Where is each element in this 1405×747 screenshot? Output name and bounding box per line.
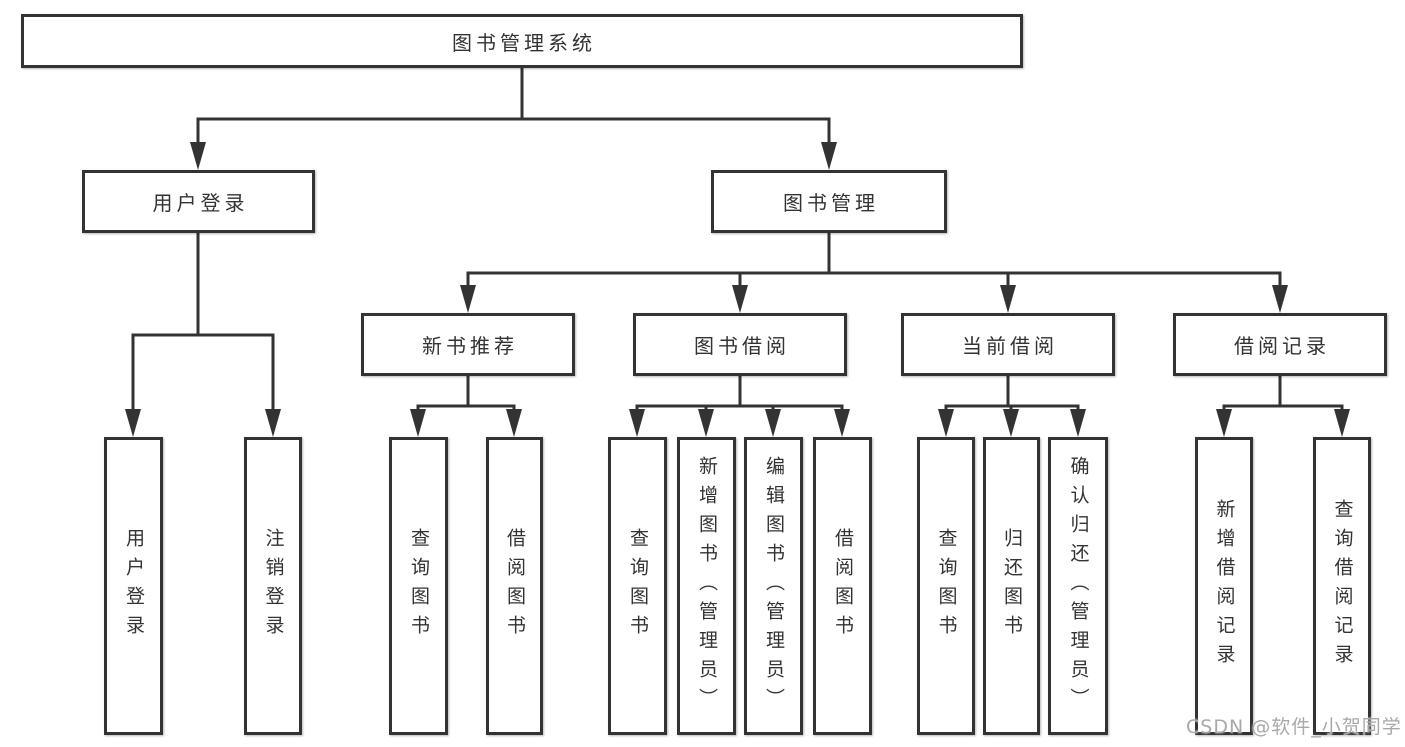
leaf-query-books-recommend: 查询图书 [389,437,448,735]
arrowhead [506,409,522,437]
connector-userlogin-to-leaves [131,233,275,417]
arrowhead [265,409,281,437]
csdn-watermark: CSDN @软件_小贺同学 [1186,716,1402,738]
leaf-label: 确认归还（管理员） [1067,455,1090,717]
leaf-user-login: 用户登录 [104,437,163,735]
leaf-label: 新增图书（管理员） [696,455,718,717]
leaf-label: 用户登录 [123,528,145,644]
node-borrow-records-label: 借阅记录 [1234,334,1330,358]
arrowheads [125,142,1350,437]
arrowhead [765,409,781,437]
leaf-edit-book-admin: 编辑图书（管理员） [744,437,803,735]
leaf-label: 编辑图书（管理员） [763,455,785,717]
leaf-label: 借阅图书 [504,528,526,644]
leaf-logout: 注销登录 [244,437,302,735]
arrowhead [1216,409,1232,437]
arrowhead [821,142,837,170]
arrowhead [460,285,476,313]
node-user-login: 用户登录 [82,170,315,233]
arrowhead [732,285,748,313]
arrowhead [629,409,645,437]
node-book-borrow-label: 图书借阅 [694,334,790,358]
connector-bookborrow-to-leaves [635,376,844,417]
node-borrow-records: 借阅记录 [1173,313,1387,376]
leaf-label: 查询图书 [408,528,430,644]
connector-root-to-level2 [196,68,831,150]
node-current-borrow-label: 当前借阅 [962,334,1058,358]
node-new-book-recommend: 新书推荐 [361,313,575,376]
node-new-book-recommend-label: 新书推荐 [422,334,518,358]
leaf-borrow-books: 借阅图书 [813,437,872,735]
arrowhead [1272,285,1288,313]
leaf-query-books-borrow: 查询图书 [608,437,667,735]
leaf-query-borrow-record: 查询借阅记录 [1313,437,1371,735]
arrowhead [125,409,141,437]
arrowhead [1334,409,1350,437]
leaf-label: 查询借阅记录 [1331,499,1354,673]
arrowhead [698,409,714,437]
connector-newbook-to-leaves [416,376,516,417]
node-current-borrow: 当前借阅 [901,313,1115,376]
leaf-add-borrow-record: 新增借阅记录 [1195,437,1253,735]
arrowhead [1070,409,1086,437]
connector-bookmgmt-to-level3 [466,233,1282,291]
node-book-management-label: 图书管理 [783,191,879,215]
node-book-borrow: 图书借阅 [633,313,847,376]
node-root-system: 图书管理系统 [21,14,1023,68]
arrowhead [410,409,426,437]
leaf-label: 查询图书 [935,528,958,644]
leaf-label: 归还图书 [1001,528,1023,644]
leaf-label: 注销登录 [262,528,285,644]
leaf-confirm-return-admin: 确认归还（管理员） [1048,437,1108,735]
connector-records-to-leaves [1222,376,1344,417]
arrowhead [190,142,206,170]
node-root-label: 图书管理系统 [452,30,596,55]
arrowhead [938,409,954,437]
arrowhead [834,409,850,437]
node-book-management: 图书管理 [711,170,947,233]
node-user-login-label: 用户登录 [152,191,249,215]
arrowhead [1003,409,1019,437]
leaf-add-book-admin: 新增图书（管理员） [677,437,736,735]
leaf-label: 借阅图书 [832,528,854,644]
leaf-label: 查询图书 [627,528,649,644]
leaf-return-book: 归还图书 [983,437,1040,735]
leaf-label: 新增借阅记录 [1213,499,1236,673]
leaf-query-books-current: 查询图书 [917,437,975,735]
arrowhead [1000,285,1016,313]
leaf-borrow-books-recommend: 借阅图书 [486,437,543,735]
